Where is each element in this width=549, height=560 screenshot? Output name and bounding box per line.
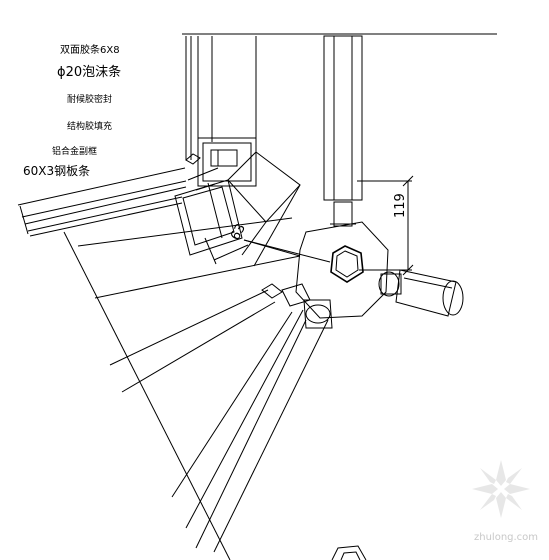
inclined-mullion <box>174 151 301 267</box>
tube-end-caps <box>261 283 333 329</box>
bottom-hex-node <box>331 545 367 560</box>
slanted-boundary <box>63 231 231 560</box>
dimension-119 <box>357 175 414 276</box>
inclined-beams <box>77 217 331 553</box>
vertical-mullion <box>185 36 257 187</box>
dimension-63 <box>204 237 249 265</box>
joint-hub <box>295 221 389 319</box>
watermark-logo <box>472 460 530 518</box>
inclined-glass-panel <box>17 167 187 237</box>
right-stub-tube <box>378 269 464 317</box>
vertical-tube <box>323 35 363 227</box>
